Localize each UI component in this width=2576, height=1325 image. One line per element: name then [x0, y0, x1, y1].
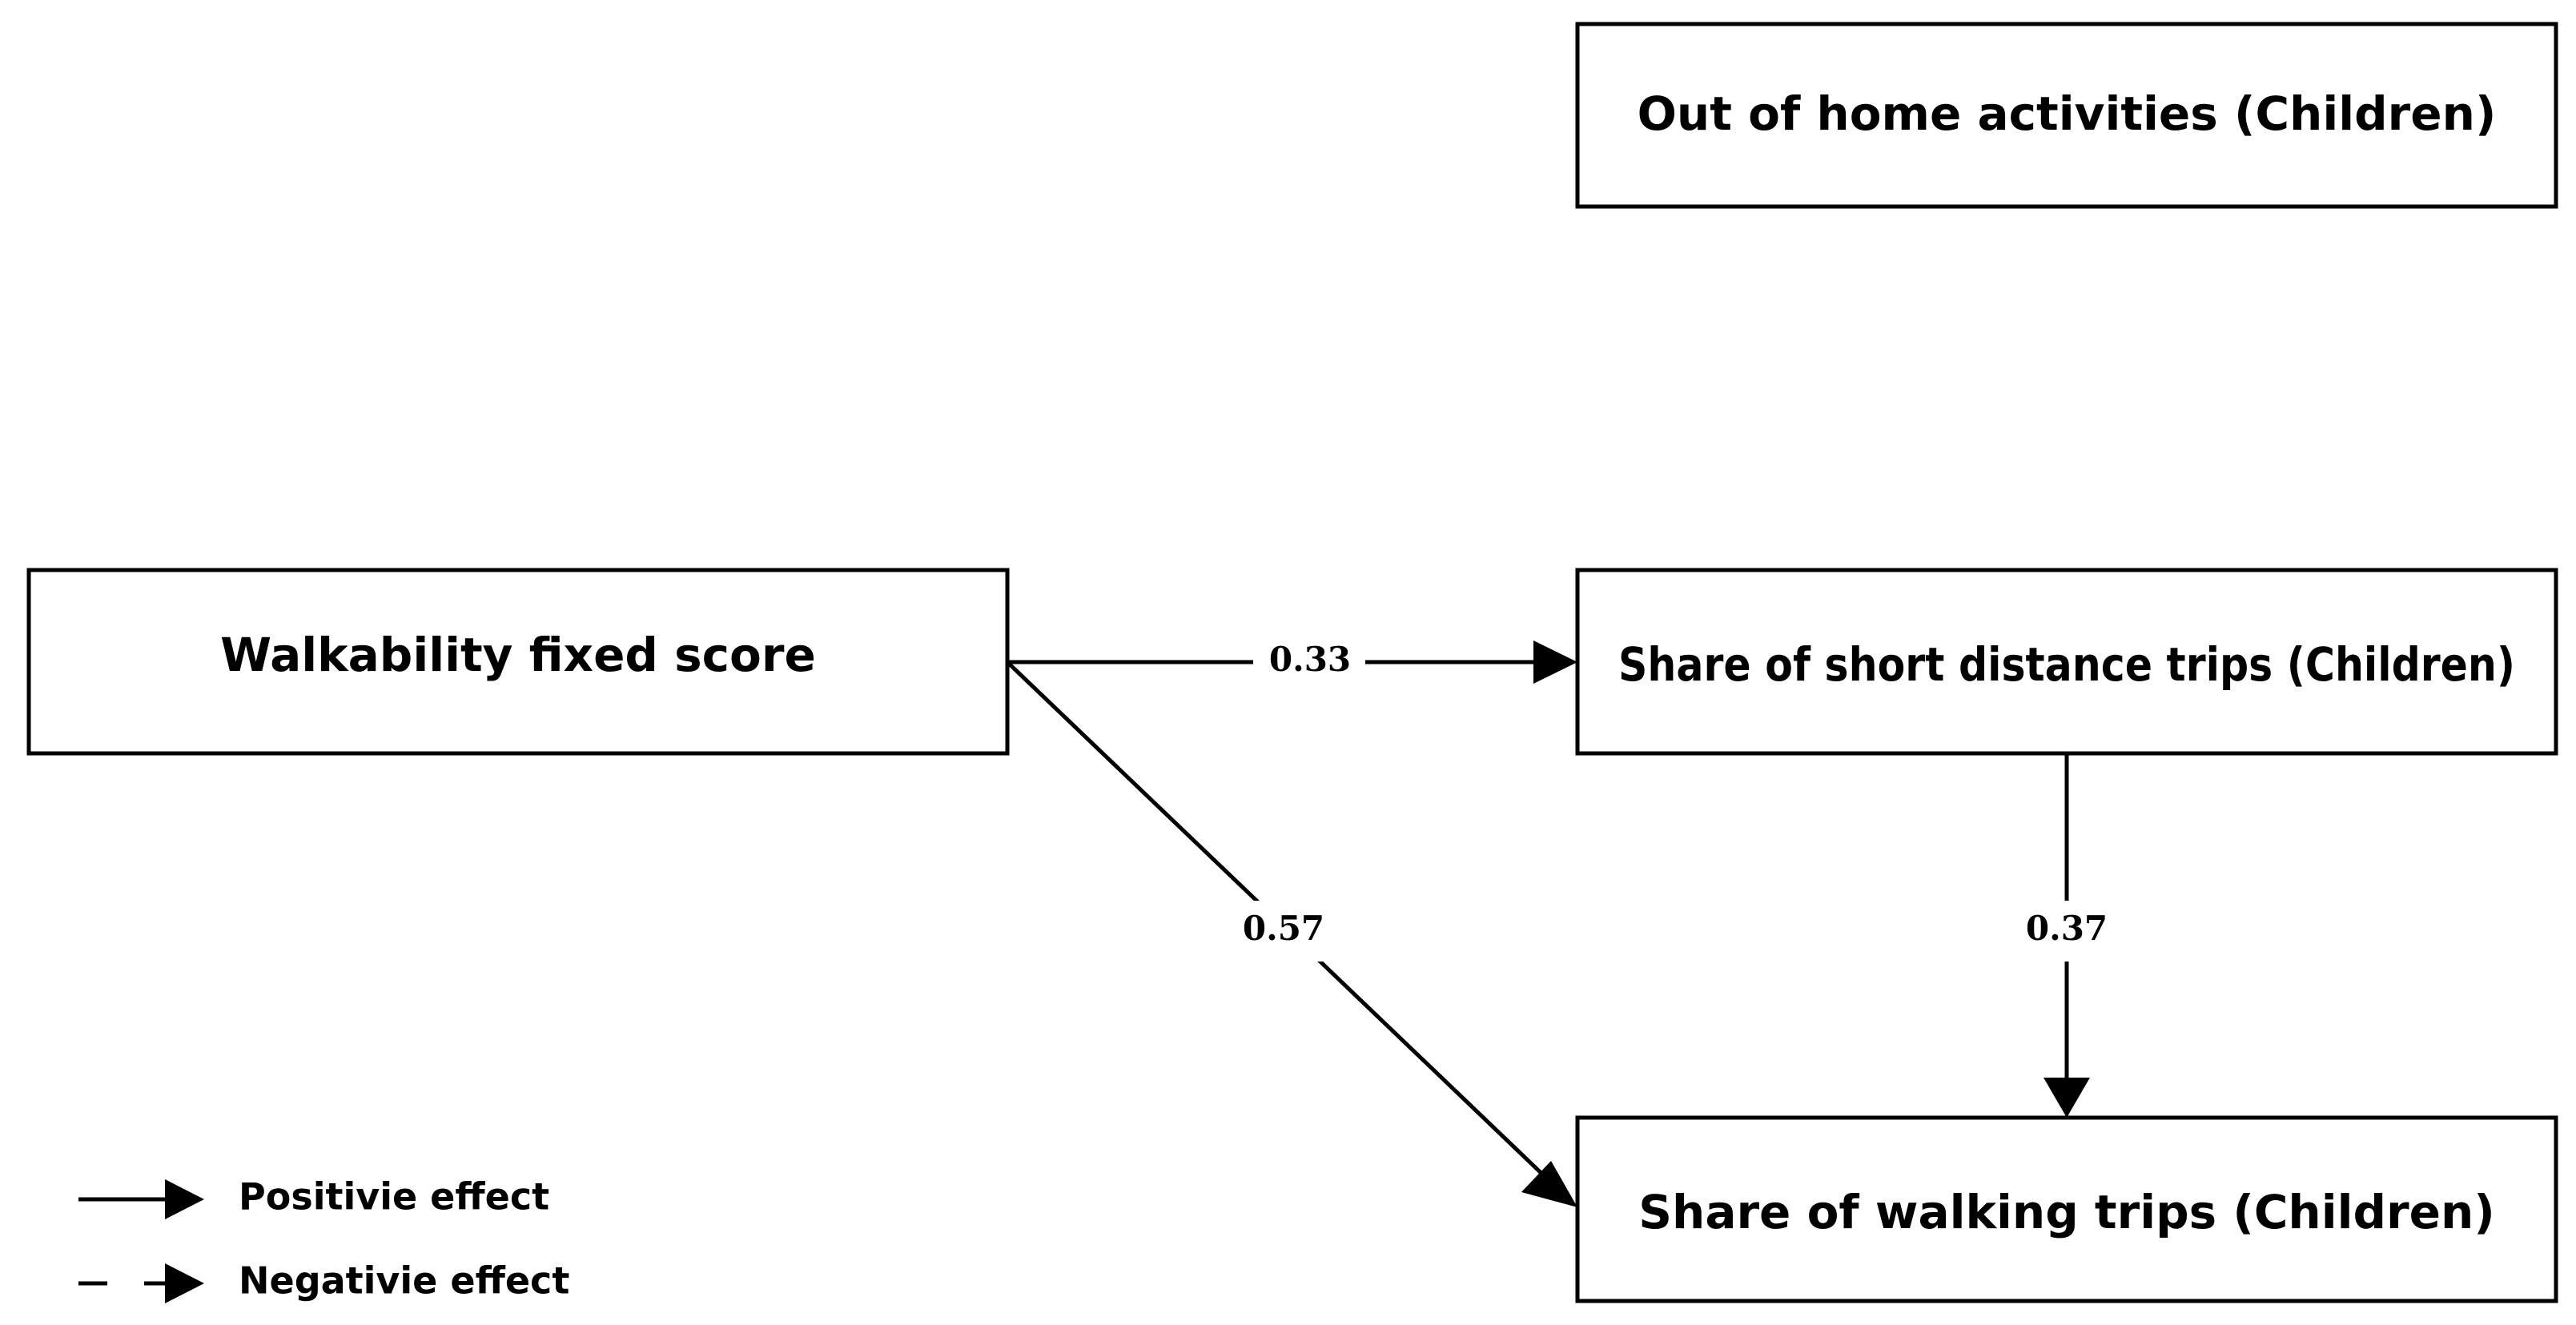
node-label-walkability: Walkability fixed score: [220, 628, 816, 682]
node-label-short-trips: Share of short distance trips (Children): [1618, 637, 2515, 692]
arrowhead-icon: [1521, 1161, 1577, 1207]
node-label-walking-trips: Share of walking trips (Children): [1638, 1185, 2495, 1239]
arrowhead-icon: [2044, 1078, 2090, 1118]
node-box: [1575, 568, 2558, 756]
arrowhead-icon: [165, 1263, 204, 1303]
node-walking-trips: Share of walking trips (Children): [1575, 1115, 2558, 1303]
arrowhead-icon: [1533, 640, 1577, 684]
coefficient-label-background: [1253, 640, 1365, 684]
edge-walkability-to-short-trips: 0.33: [1007, 640, 1577, 684]
edge-short-trips-to-walking-trips: 0.37: [2011, 753, 2123, 1118]
node-short-distance-trips: Share of short distance trips (Children): [1575, 568, 2558, 756]
coefficient-label: 0.33: [1269, 640, 1351, 679]
legend-item-positive: Positivie effect: [78, 1175, 549, 1219]
node-walkability-fixed-score: Walkability fixed score: [26, 568, 1010, 756]
edge-walkability-to-walking-trips: 0.57: [1006, 660, 1577, 1207]
coefficient-label: 0.57: [1243, 909, 1324, 948]
node-label-out-of-home: Out of home activities (Children): [1638, 86, 2497, 141]
legend-label-negative: Negativie effect: [239, 1259, 569, 1303]
node-box: [26, 568, 1010, 756]
arrowhead-icon: [165, 1179, 204, 1219]
legend: Positivie effect Negativie effect: [78, 1175, 569, 1303]
coefficient-label-background: [1229, 901, 1341, 962]
node-box: [1575, 22, 2558, 209]
coefficient-label-background: [2011, 901, 2123, 962]
node-out-of-home-activities: Out of home activities (Children): [1575, 22, 2558, 209]
legend-label-positive: Positivie effect: [239, 1175, 549, 1219]
coefficient-label: 0.37: [2026, 909, 2108, 948]
node-box: [1575, 1115, 2558, 1303]
legend-item-negative: Negativie effect: [78, 1259, 569, 1303]
